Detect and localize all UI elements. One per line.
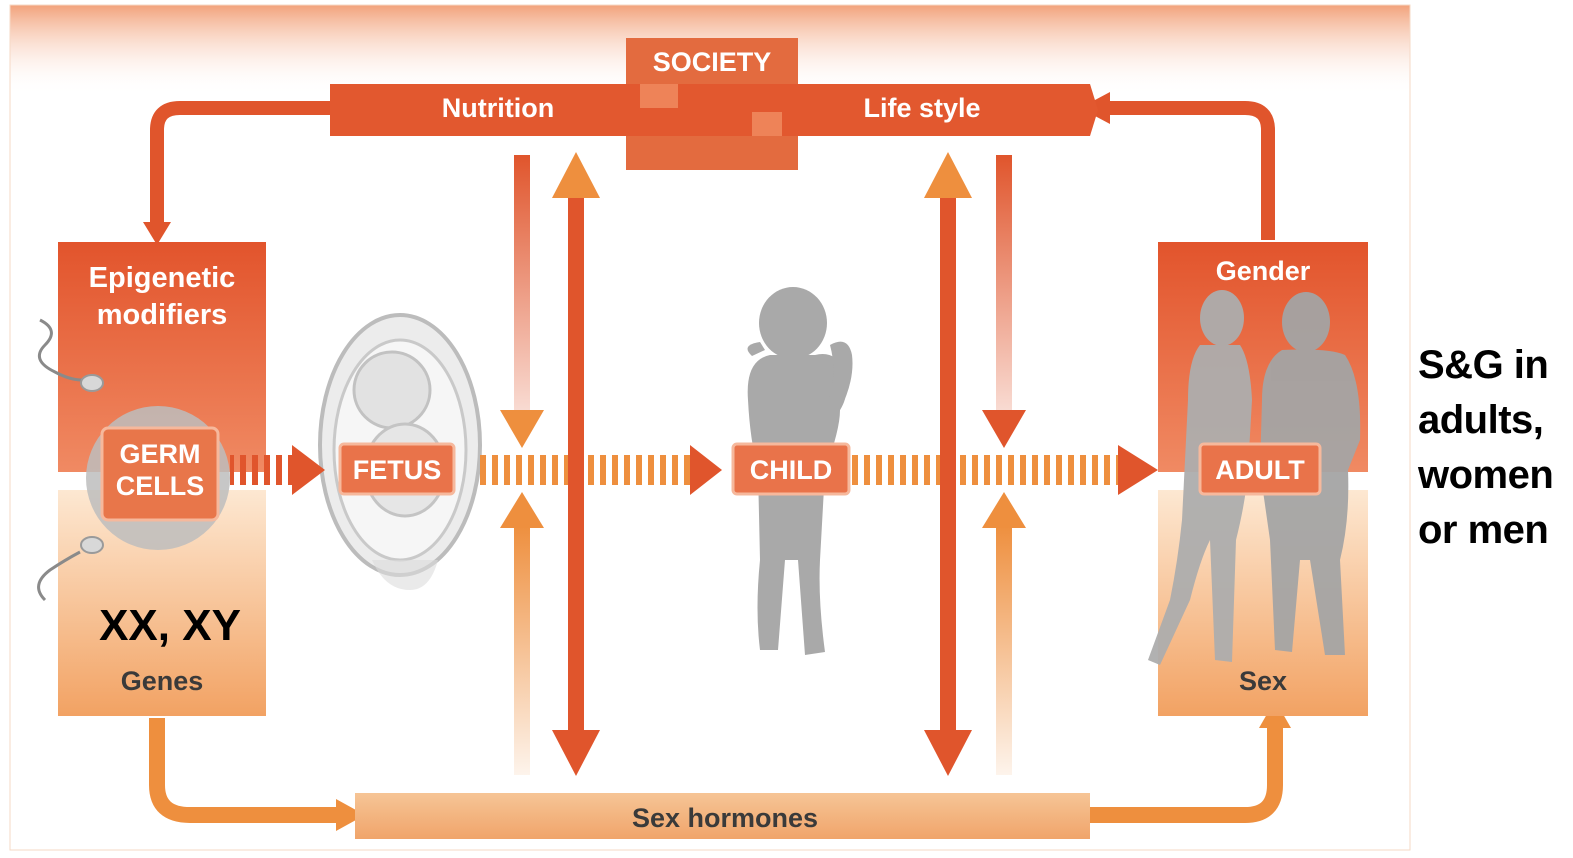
dash-arrow-germ-fetus [230,455,292,485]
loop-arrow-left [157,108,330,228]
chromosomes-label: XX, XY [99,601,241,650]
arrow-bidirectional-right [940,190,956,740]
genes-label: Genes [121,666,204,696]
arrow-society-down-right [996,155,1012,415]
dash-arrow-child-adult [852,455,1120,485]
arrow-hormone-up-left [514,525,530,775]
life-style-label: Life style [863,93,980,123]
child-label: CHILD [750,455,833,485]
arrow-society-down-left [514,155,530,415]
loop-arrow-right [1105,108,1268,240]
germ-cells-label-line1: GERM [120,439,201,469]
hormone-arrow-right [1090,725,1275,815]
epigenetic-label-line2: modifiers [97,299,228,331]
arrow-bidirectional-left [568,190,584,740]
side-note: S&G in adults, women or men [1418,338,1573,558]
fetus-label: FETUS [353,455,442,485]
arrow-hormone-up-right [996,525,1012,775]
loop-arrowhead-left [143,222,171,245]
dash-arrow-fetus-child [480,455,692,485]
hormone-arrow-left [157,718,340,815]
nutrition-label: Nutrition [442,93,554,123]
epigenetic-label-line1: Epigenetic [89,262,236,294]
adult-label: ADULT [1215,455,1305,485]
gender-label: Gender [1216,256,1311,286]
society-label: SOCIETY [653,47,772,77]
sex-label: Sex [1239,666,1287,696]
germ-cells-label-line2: CELLS [116,471,205,501]
sex-hormones-label: Sex hormones [632,803,818,833]
